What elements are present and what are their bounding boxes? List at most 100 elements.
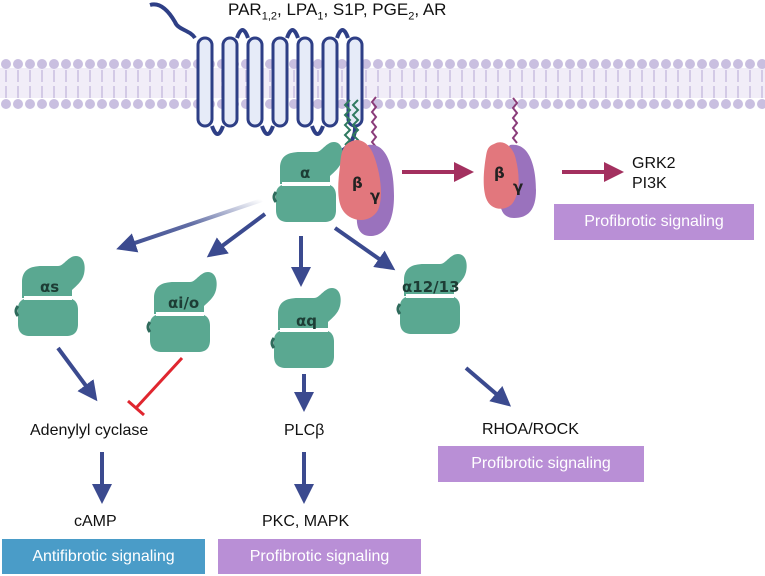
heterotrimeric-g-protein: α β γ (272, 96, 394, 236)
ligand-lpa: , LPA (277, 0, 318, 19)
membrane-head-outer (625, 59, 635, 69)
ligand-par: PAR (228, 0, 262, 19)
pi3k-label: PI3K (632, 175, 667, 192)
membrane-head-inner (517, 99, 527, 109)
membrane-head-outer (13, 59, 23, 69)
membrane-head-outer (469, 59, 479, 69)
membrane-head-outer (385, 59, 395, 69)
membrane-head-outer (745, 59, 755, 69)
adenylyl-cyclase-label: Adenylyl cyclase (30, 422, 149, 439)
receptor-loop (310, 125, 325, 136)
membrane-head-inner (589, 99, 599, 109)
membrane-head-inner (109, 99, 119, 109)
membrane-head-inner (409, 99, 419, 109)
g-alpha-q: αq (270, 286, 343, 370)
membrane-head-outer (457, 59, 467, 69)
membrane-head-outer (733, 59, 743, 69)
membrane-head-inner (121, 99, 131, 109)
g-beta-subunit (338, 139, 381, 220)
profibrotic-box-plc: Profibrotic signaling (218, 539, 421, 574)
membrane-head-inner (157, 99, 167, 109)
membrane-head-outer (709, 59, 719, 69)
membrane-head-outer (73, 59, 83, 69)
g-alpha-12-13: α12/13 (396, 252, 469, 336)
transmembrane-helix (321, 36, 339, 128)
membrane-head-outer (637, 59, 647, 69)
membrane-head-outer (433, 59, 443, 69)
g-alpha-io-label: αi/o (168, 294, 199, 312)
antifibrotic-box: Antifibrotic signaling (2, 539, 205, 574)
membrane-head-inner (661, 99, 671, 109)
transmembrane-helix (196, 36, 214, 128)
grk2-label: GRK2 (632, 155, 676, 172)
receptor-loop (210, 125, 225, 136)
membrane-head-outer (517, 59, 527, 69)
membrane-head-outer (565, 59, 575, 69)
membrane-head-inner (1, 99, 11, 109)
membrane-head-outer (721, 59, 731, 69)
membrane-head-outer (145, 59, 155, 69)
membrane-head-inner (133, 99, 143, 109)
transmembrane-helix (271, 36, 289, 128)
membrane-head-outer (493, 59, 503, 69)
membrane-head-outer (601, 59, 611, 69)
ligand-lpa-sub: 1 (317, 10, 324, 23)
membrane-head-inner (61, 99, 71, 109)
membrane-head-outer (97, 59, 107, 69)
membrane-head-inner (637, 99, 647, 109)
membrane-head-outer (481, 59, 491, 69)
free-beta-label: β (494, 164, 505, 182)
g-gamma-label: γ (370, 187, 380, 205)
membrane-head-outer (445, 59, 455, 69)
membrane-head-inner (613, 99, 623, 109)
g-alpha-12-13-label: α12/13 (402, 278, 460, 296)
ligand-pge-sub: 2 (408, 10, 415, 23)
membrane-head-outer (1, 59, 11, 69)
membrane-head-inner (649, 99, 659, 109)
g-alpha-q-label: αq (296, 312, 317, 330)
membrane-head-outer (577, 59, 587, 69)
membrane-head-outer (109, 59, 119, 69)
membrane-head-outer (121, 59, 131, 69)
ligand-ar: , AR (414, 0, 447, 19)
lipid-anchor-alpha (343, 99, 360, 146)
membrane-head-inner (745, 99, 755, 109)
membrane-head-outer (697, 59, 707, 69)
membrane-head-inner (13, 99, 23, 109)
membrane-head-inner (709, 99, 719, 109)
membrane-head-inner (697, 99, 707, 109)
membrane-head-outer (157, 59, 167, 69)
membrane-head-outer (661, 59, 671, 69)
membrane-head-outer (541, 59, 551, 69)
ligand-s1p-pge: , S1P, PGE (323, 0, 409, 19)
receptor-loop (260, 125, 275, 136)
g-alpha-io: αi/o (146, 270, 219, 354)
membrane-head-outer (25, 59, 35, 69)
membrane-head-inner (733, 99, 743, 109)
free-gamma-label: γ (513, 178, 523, 196)
membrane-head-inner (85, 99, 95, 109)
membrane-head-inner (421, 99, 431, 109)
receptor-loop (335, 28, 350, 39)
membrane-head-inner (553, 99, 563, 109)
g-beta-label: β (352, 174, 363, 192)
membrane-head-inner (565, 99, 575, 109)
membrane-head-inner (493, 99, 503, 109)
membrane-head-inner (625, 99, 635, 109)
membrane-head-outer (373, 59, 383, 69)
membrane-head-inner (25, 99, 35, 109)
arrow-to-galpha-io (206, 212, 267, 258)
membrane-head-outer (49, 59, 59, 69)
membrane-head-inner (97, 99, 107, 109)
membrane-head-outer (61, 59, 71, 69)
membrane-head-inner (145, 99, 155, 109)
membrane-head-inner (685, 99, 695, 109)
membrane-head-outer (37, 59, 47, 69)
arrow-to-galpha-12-13 (333, 226, 396, 271)
membrane-head-outer (313, 59, 323, 69)
membrane-head-inner (541, 99, 551, 109)
membrane-head-inner (757, 99, 765, 109)
ligand-par-sub: 1,2 (261, 10, 277, 23)
g-alpha-label: α (300, 164, 310, 182)
